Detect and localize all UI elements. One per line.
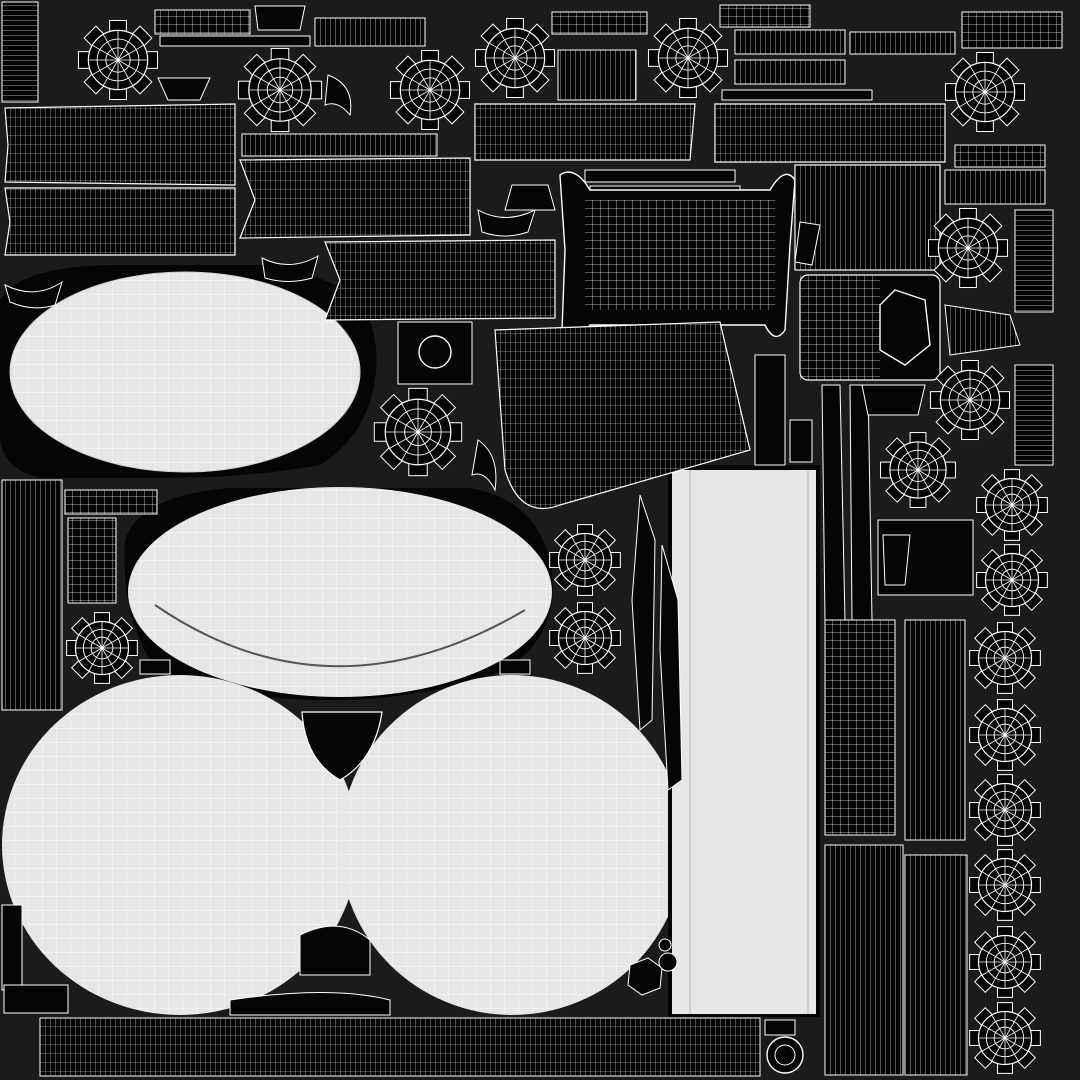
caster-island: [237, 47, 323, 133]
caster-island: [976, 469, 1048, 541]
backrest-strip-island: [668, 465, 820, 1017]
top-small-panels: [1, 1, 1063, 466]
caster-island: [969, 699, 1041, 771]
right-column-islands: [631, 354, 974, 1076]
caster-island: [969, 926, 1041, 998]
cushion-top-wire: [10, 272, 360, 472]
caster-island: [969, 849, 1041, 921]
cushion-middle-wire: [128, 487, 552, 697]
cushion-bottom-left-wire: [2, 675, 358, 1015]
bottom-strip-islands: [39, 925, 761, 1077]
caster-island: [549, 524, 621, 596]
curved-back-island: [494, 321, 751, 509]
caster-island: [647, 17, 729, 99]
left-column-islands: [1, 479, 158, 1014]
caster-island: [944, 51, 1026, 133]
caster-island: [976, 544, 1048, 616]
seat-pan-island: [559, 164, 941, 338]
caster-islands: [66, 17, 1048, 1074]
armrest-box-island: [799, 274, 1021, 381]
caster-island: [66, 612, 138, 684]
caster-island: [549, 602, 621, 674]
cushion-middle-seam: [154, 604, 526, 668]
caster-island: [969, 622, 1041, 694]
leg-strip-islands: [4, 89, 946, 321]
cushion-bottom-right-wire: [340, 675, 684, 1015]
caster-island: [373, 387, 463, 477]
cushion-islands: [0, 265, 684, 1015]
caster-island: [927, 207, 1009, 289]
caster-island: [929, 359, 1011, 441]
caster-island: [474, 17, 556, 99]
caster-island: [389, 49, 471, 131]
small-piece-islands: [4, 74, 926, 1074]
caster-island: [77, 19, 159, 101]
caster-island: [880, 432, 956, 508]
caster-island: [969, 774, 1041, 846]
caster-island: [969, 1002, 1041, 1074]
